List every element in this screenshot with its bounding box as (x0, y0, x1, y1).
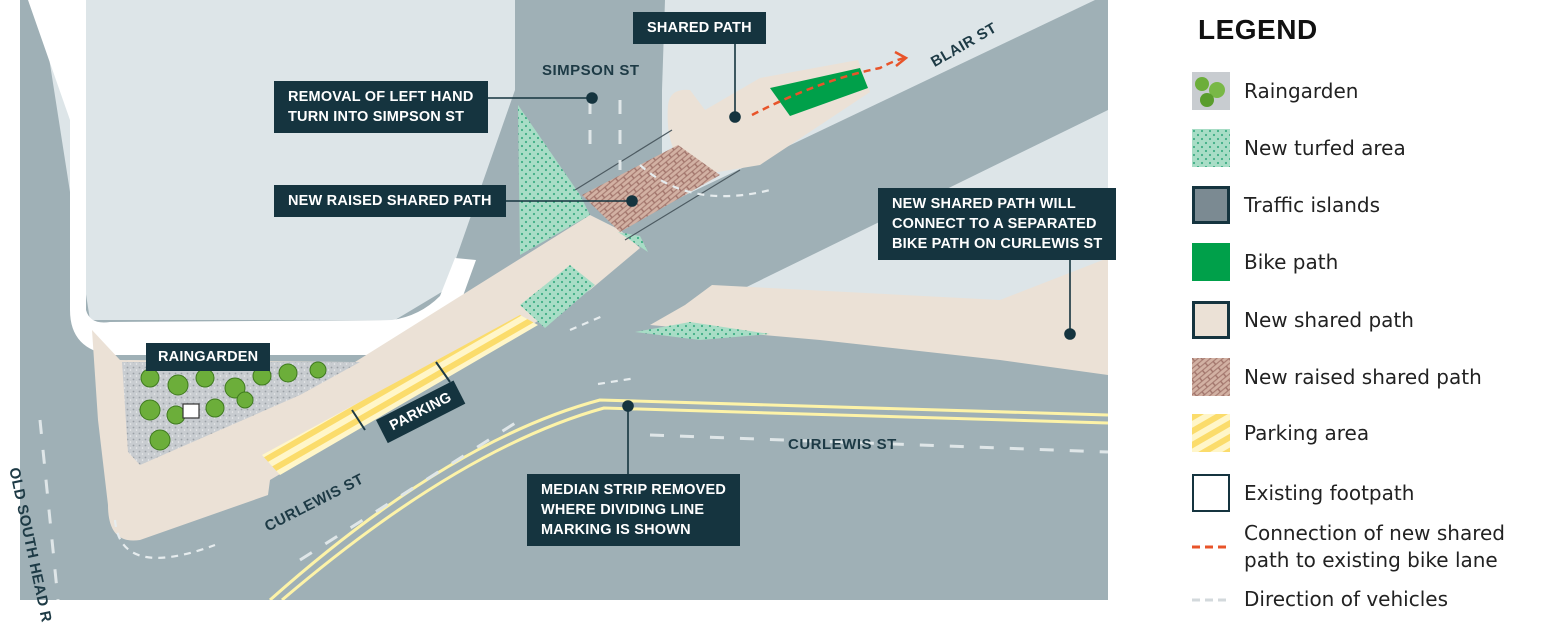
legend-item-shared-path: New shared path (1192, 301, 1414, 339)
legend: LEGEND Raingarden New turfed area Traffi… (1192, 14, 1542, 611)
callout-shared-path: SHARED PATH (633, 12, 766, 44)
callout-median-removed: MEDIAN STRIP REMOVED WHERE DIVIDING LINE… (527, 474, 741, 546)
legend-item-footpath: Existing footpath (1192, 474, 1414, 512)
legend-label: Traffic islands (1244, 192, 1381, 217)
callout-line: BIKE PATH ON CURLEWIS ST (892, 236, 1103, 252)
raingarden-plants (139, 361, 327, 451)
crossing-hatch (574, 129, 741, 241)
direction-arrows (113, 164, 771, 559)
callout-line: MEDIAN STRIP REMOVED (541, 482, 727, 498)
turf-simpson (518, 105, 590, 255)
block-top-left (40, 0, 515, 320)
shared-path-curlewis (650, 258, 1108, 375)
callout-line: RAINGARDEN (158, 349, 259, 365)
legend-label: New shared path (1244, 307, 1414, 332)
legend-label-line: path to existing bike lane (1244, 548, 1498, 572)
shared-path-swatch (1192, 301, 1230, 339)
callout-removal-left-turn: REMOVAL OF LEFT HAND TURN INTO SIMPSON S… (274, 81, 488, 133)
legend-item-raised-path: New raised shared path (1192, 358, 1482, 396)
legend-label: Connection of new shared path to existin… (1244, 520, 1505, 574)
footpath-swatch (1192, 474, 1230, 512)
callout-line: TURN INTO SIMPSON ST (288, 109, 465, 125)
orange-dash-line-icon (1192, 545, 1230, 549)
turf-small (618, 232, 648, 252)
turf-parking-end (520, 265, 595, 328)
legend-item-raingarden: Raingarden (1192, 72, 1358, 110)
parking-bays (351, 361, 451, 431)
turf-corner-right (635, 322, 770, 340)
callout-line: REMOVAL OF LEFT HAND (288, 89, 474, 105)
parking-swatch (1192, 414, 1230, 452)
street-curlewis-right: CURLEWIS ST (788, 436, 897, 453)
legend-label: Parking area (1244, 420, 1370, 445)
legend-item-islands: Traffic islands (1192, 186, 1380, 224)
legend-label: New turfed area (1244, 135, 1406, 160)
street-simpson: SIMPSON ST (542, 62, 640, 79)
callout-shared-path-text: SHARED PATH (647, 20, 752, 36)
legend-label: Existing footpath (1244, 480, 1415, 505)
orange-dash-line (1192, 528, 1230, 566)
connection-dash (751, 56, 906, 117)
dividing-line (269, 398, 1108, 600)
legend-item-connection: Connection of new shared path to existin… (1192, 520, 1505, 574)
parking-area (262, 315, 538, 475)
bike-path (770, 68, 868, 116)
legend-item-turf: New turfed area (1192, 129, 1406, 167)
grey-dash-line (1192, 586, 1230, 613)
legend-label: Raingarden (1244, 78, 1359, 103)
legend-title: LEGEND (1198, 14, 1318, 45)
island-swatch (1192, 186, 1230, 224)
lane-markings (38, 100, 1108, 600)
raised-path-swatch (1192, 358, 1230, 396)
callout-new-raised-shared-path: NEW RAISED SHARED PATH (274, 185, 506, 217)
legend-label: New raised shared path (1244, 364, 1482, 389)
raingarden-swatch (1192, 72, 1230, 110)
callout-separated-bike-path: NEW SHARED PATH WILL CONNECT TO A SEPARA… (878, 188, 1117, 260)
legend-label: Direction of vehicles (1244, 587, 1448, 611)
callout-raingarden: RAINGARDEN (146, 343, 271, 371)
shared-path-main (92, 215, 640, 541)
leader-lines (472, 40, 1076, 475)
legend-item-parking: Parking area (1192, 414, 1369, 452)
site-map (20, 0, 1108, 600)
legend-label: Bike path (1244, 249, 1339, 274)
raised-shared-path (582, 145, 720, 232)
bike-path-swatch (1192, 243, 1230, 281)
legend-item-bike-path: Bike path (1192, 243, 1338, 281)
callout-line: CONNECT TO A SEPARATED (892, 216, 1097, 232)
legend-label-line: Connection of new shared (1244, 521, 1505, 545)
callout-line: NEW RAISED SHARED PATH (288, 193, 492, 209)
connection-arrowhead (894, 50, 909, 67)
callout-line: MARKING IS SHOWN (541, 522, 691, 538)
turf-swatch (1192, 129, 1230, 167)
callout-line: NEW SHARED PATH WILL (892, 196, 1076, 212)
callout-line: WHERE DIVIDING LINE (541, 502, 705, 518)
grey-dash-line-icon (1192, 598, 1230, 601)
dividing-line-2 (281, 406, 1108, 600)
drain-grate (182, 403, 200, 419)
legend-item-direction: Direction of vehicles (1192, 586, 1448, 613)
